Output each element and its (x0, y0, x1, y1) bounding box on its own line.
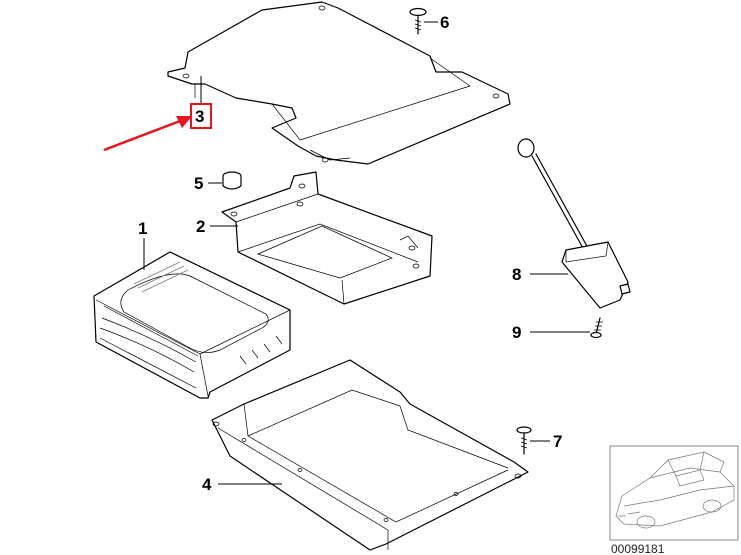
part-label-1[interactable]: 1 (138, 219, 147, 238)
reference-number: 00099181 (611, 542, 665, 555)
highlight-box-part-3 (190, 103, 212, 129)
part-label-7[interactable]: 7 (553, 432, 562, 451)
part-label-2[interactable]: 2 (196, 217, 205, 236)
navigation-drive-part-1[interactable] (93, 251, 291, 399)
vehicle-thumbnail[interactable] (609, 445, 739, 541)
screw-part-9[interactable] (590, 317, 603, 339)
screw-part-7[interactable] (516, 426, 532, 455)
part-label-5[interactable]: 5 (194, 174, 203, 193)
mounting-bracket-part-2[interactable] (221, 171, 433, 305)
antenna-module-part-8[interactable] (517, 138, 631, 309)
part-label-9[interactable]: 9 (512, 323, 521, 342)
highlight-arrow (103, 116, 192, 152)
cover-plate-part-3[interactable] (167, 1, 511, 165)
part-label-6[interactable]: 6 (440, 13, 449, 32)
part-label-3[interactable]: 3 (195, 107, 204, 126)
part-label-8[interactable]: 8 (512, 265, 521, 284)
part-label-4[interactable]: 4 (202, 475, 212, 494)
grommet-part-5[interactable] (222, 171, 242, 190)
tray-part-4[interactable] (211, 359, 529, 551)
screw-part-6[interactable] (409, 7, 427, 35)
